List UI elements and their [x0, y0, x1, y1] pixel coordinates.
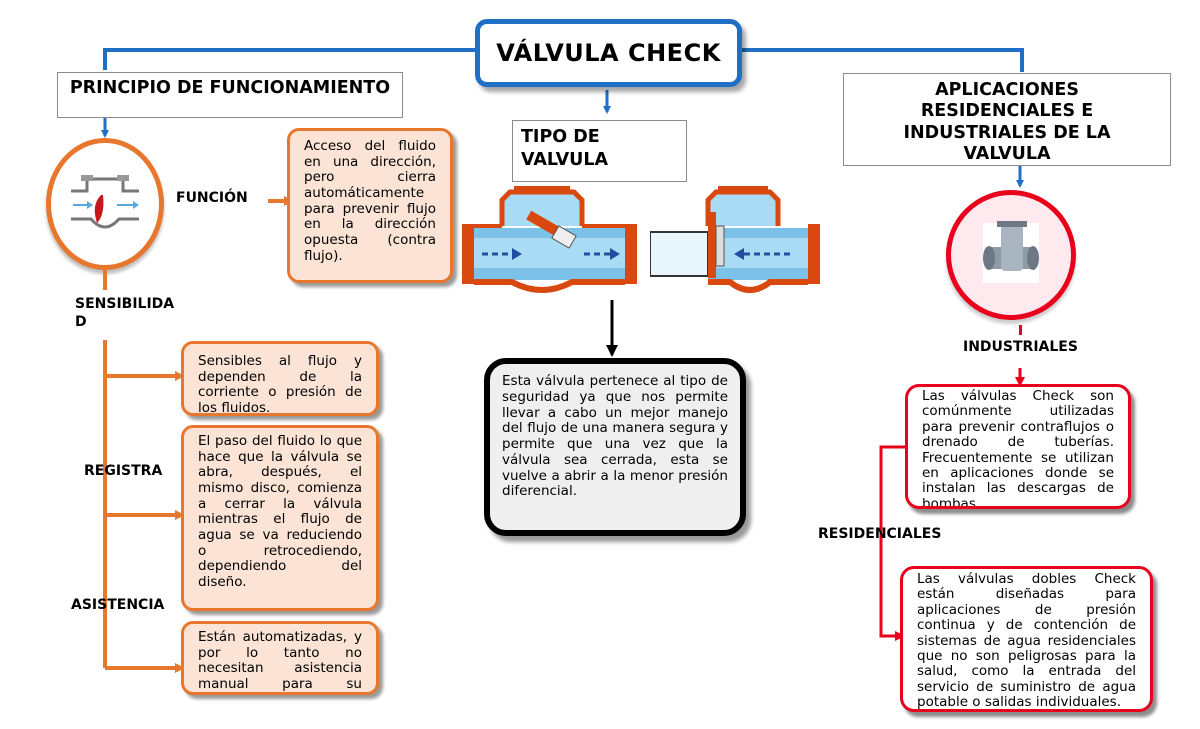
circle-stem-right: [1019, 325, 1022, 335]
tipo-heading-text: TIPO DE VALVULA: [521, 127, 609, 170]
check-valve-schematic-icon: [67, 171, 143, 237]
aplicaciones-heading: APLICACIONES RESIDENCIALES E INDUSTRIALE…: [843, 73, 1171, 166]
swing-check-valve-icon: [462, 186, 637, 293]
connector-title-right: [740, 48, 1024, 72]
sensibilidad-label: SENSIBILIDAD: [75, 296, 175, 330]
industrial-valve-icon: [983, 221, 1039, 283]
funcion-label: FUNCIÓN: [176, 190, 248, 206]
funcion-text: Acceso del fluido en una dirección, pero…: [304, 138, 436, 264]
asistencia-box: Están automatizadas, y por lo tanto no n…: [181, 621, 379, 695]
industriales-box: Las válvulas Check son comúnmente utiliz…: [905, 384, 1131, 509]
asistencia-text: Están automatizadas, y por lo tanto no n…: [198, 629, 362, 692]
sensibilidad-text: Sensibles al flujo y dependen de la corr…: [198, 353, 362, 416]
industriales-label: INDUSTRIALES: [963, 339, 1078, 355]
tipo-heading: TIPO DE VALVULA: [512, 120, 687, 182]
asistencia-label: ASISTENCIA: [71, 597, 165, 613]
lift-check-valve-image: [649, 182, 820, 300]
main-title-text: VÁLVULA CHECK: [496, 39, 721, 67]
registra-text: El paso del fluido lo que hace que la vá…: [198, 433, 362, 590]
connector-title-left: [103, 48, 475, 70]
circle-stem: [103, 270, 107, 290]
residenciales-box: Las válvulas dobles Check están diseñada…: [900, 566, 1153, 712]
registra-label: REGISTRA: [84, 463, 163, 479]
principio-heading: PRINCIPIO DE FUNCIONAMIENTO: [57, 72, 403, 118]
residenciales-label: RESIDENCIALES: [818, 526, 942, 542]
sensibilidad-box: Sensibles al flujo y dependen de la corr…: [181, 341, 379, 416]
main-title: VÁLVULA CHECK: [475, 19, 742, 87]
funcion-box: Acceso del fluido en una dirección, pero…: [287, 128, 453, 283]
industriales-text: Las válvulas Check son comúnmente utiliz…: [922, 388, 1114, 509]
registra-box: El paso del fluido lo que hace que la vá…: [181, 425, 379, 611]
swing-check-valve-image: [462, 182, 637, 300]
aplicaciones-heading-text: APLICACIONES RESIDENCIALES E INDUSTRIALE…: [903, 80, 1111, 165]
principio-heading-text: PRINCIPIO DE FUNCIONAMIENTO: [69, 78, 391, 98]
bracket-residenciales: [879, 445, 905, 641]
valve-diagram-circle: [46, 138, 164, 270]
residenciales-text: Las válvulas dobles Check están diseñada…: [917, 571, 1136, 710]
industrial-valve-circle: [946, 190, 1076, 320]
tipo-description-box: Esta válvula pertenece al tipo de seguri…: [484, 358, 746, 536]
tipo-description-text: Esta válvula pertenece al tipo de seguri…: [502, 373, 728, 500]
lift-check-valve-icon: [649, 186, 820, 293]
